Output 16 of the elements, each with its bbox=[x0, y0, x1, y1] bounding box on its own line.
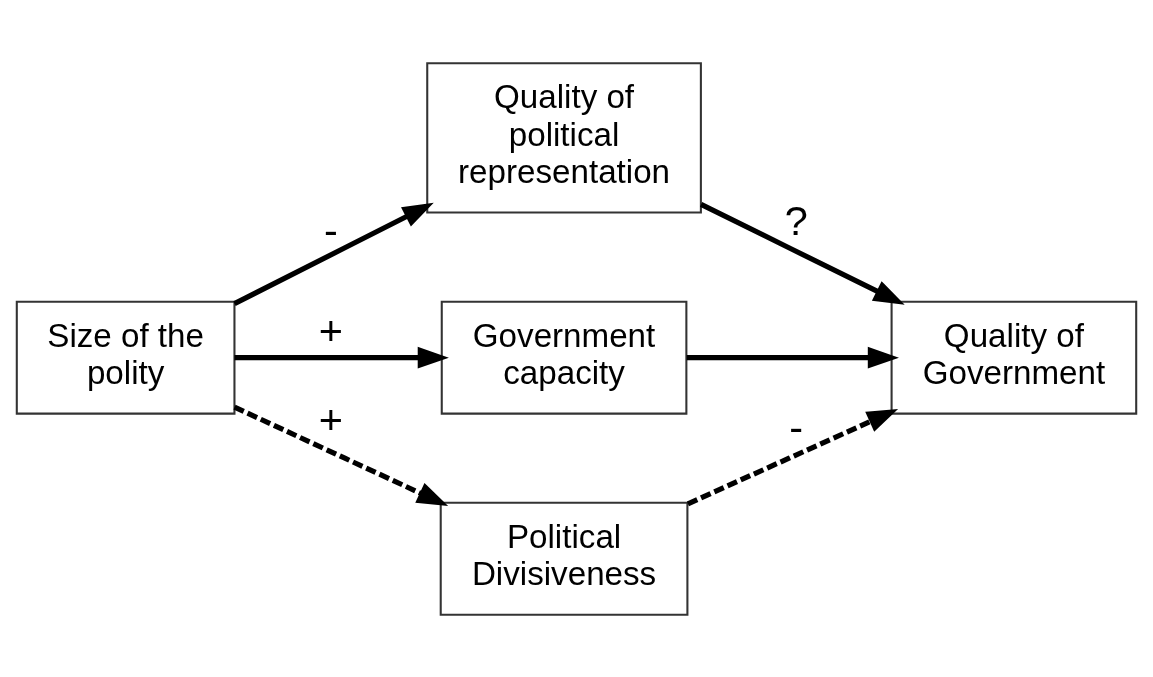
node-box: Size of the polity bbox=[15, 300, 236, 415]
edge-label: + bbox=[318, 395, 343, 443]
node-box: Government capacity bbox=[440, 300, 688, 415]
node-box: Quality of Government bbox=[890, 300, 1138, 415]
arrow bbox=[233, 404, 449, 506]
edge-label: ? bbox=[784, 196, 808, 244]
edge-label: - bbox=[789, 402, 804, 450]
edge-label: - bbox=[323, 205, 338, 253]
arrow bbox=[686, 408, 899, 506]
edge-label: + bbox=[318, 306, 343, 354]
node-box: Quality of political representation bbox=[426, 61, 702, 214]
arrow bbox=[234, 346, 449, 369]
arrow bbox=[686, 346, 899, 369]
node-box: Political Divisiveness bbox=[439, 501, 689, 616]
arrow bbox=[699, 201, 905, 305]
arrow bbox=[233, 202, 434, 306]
